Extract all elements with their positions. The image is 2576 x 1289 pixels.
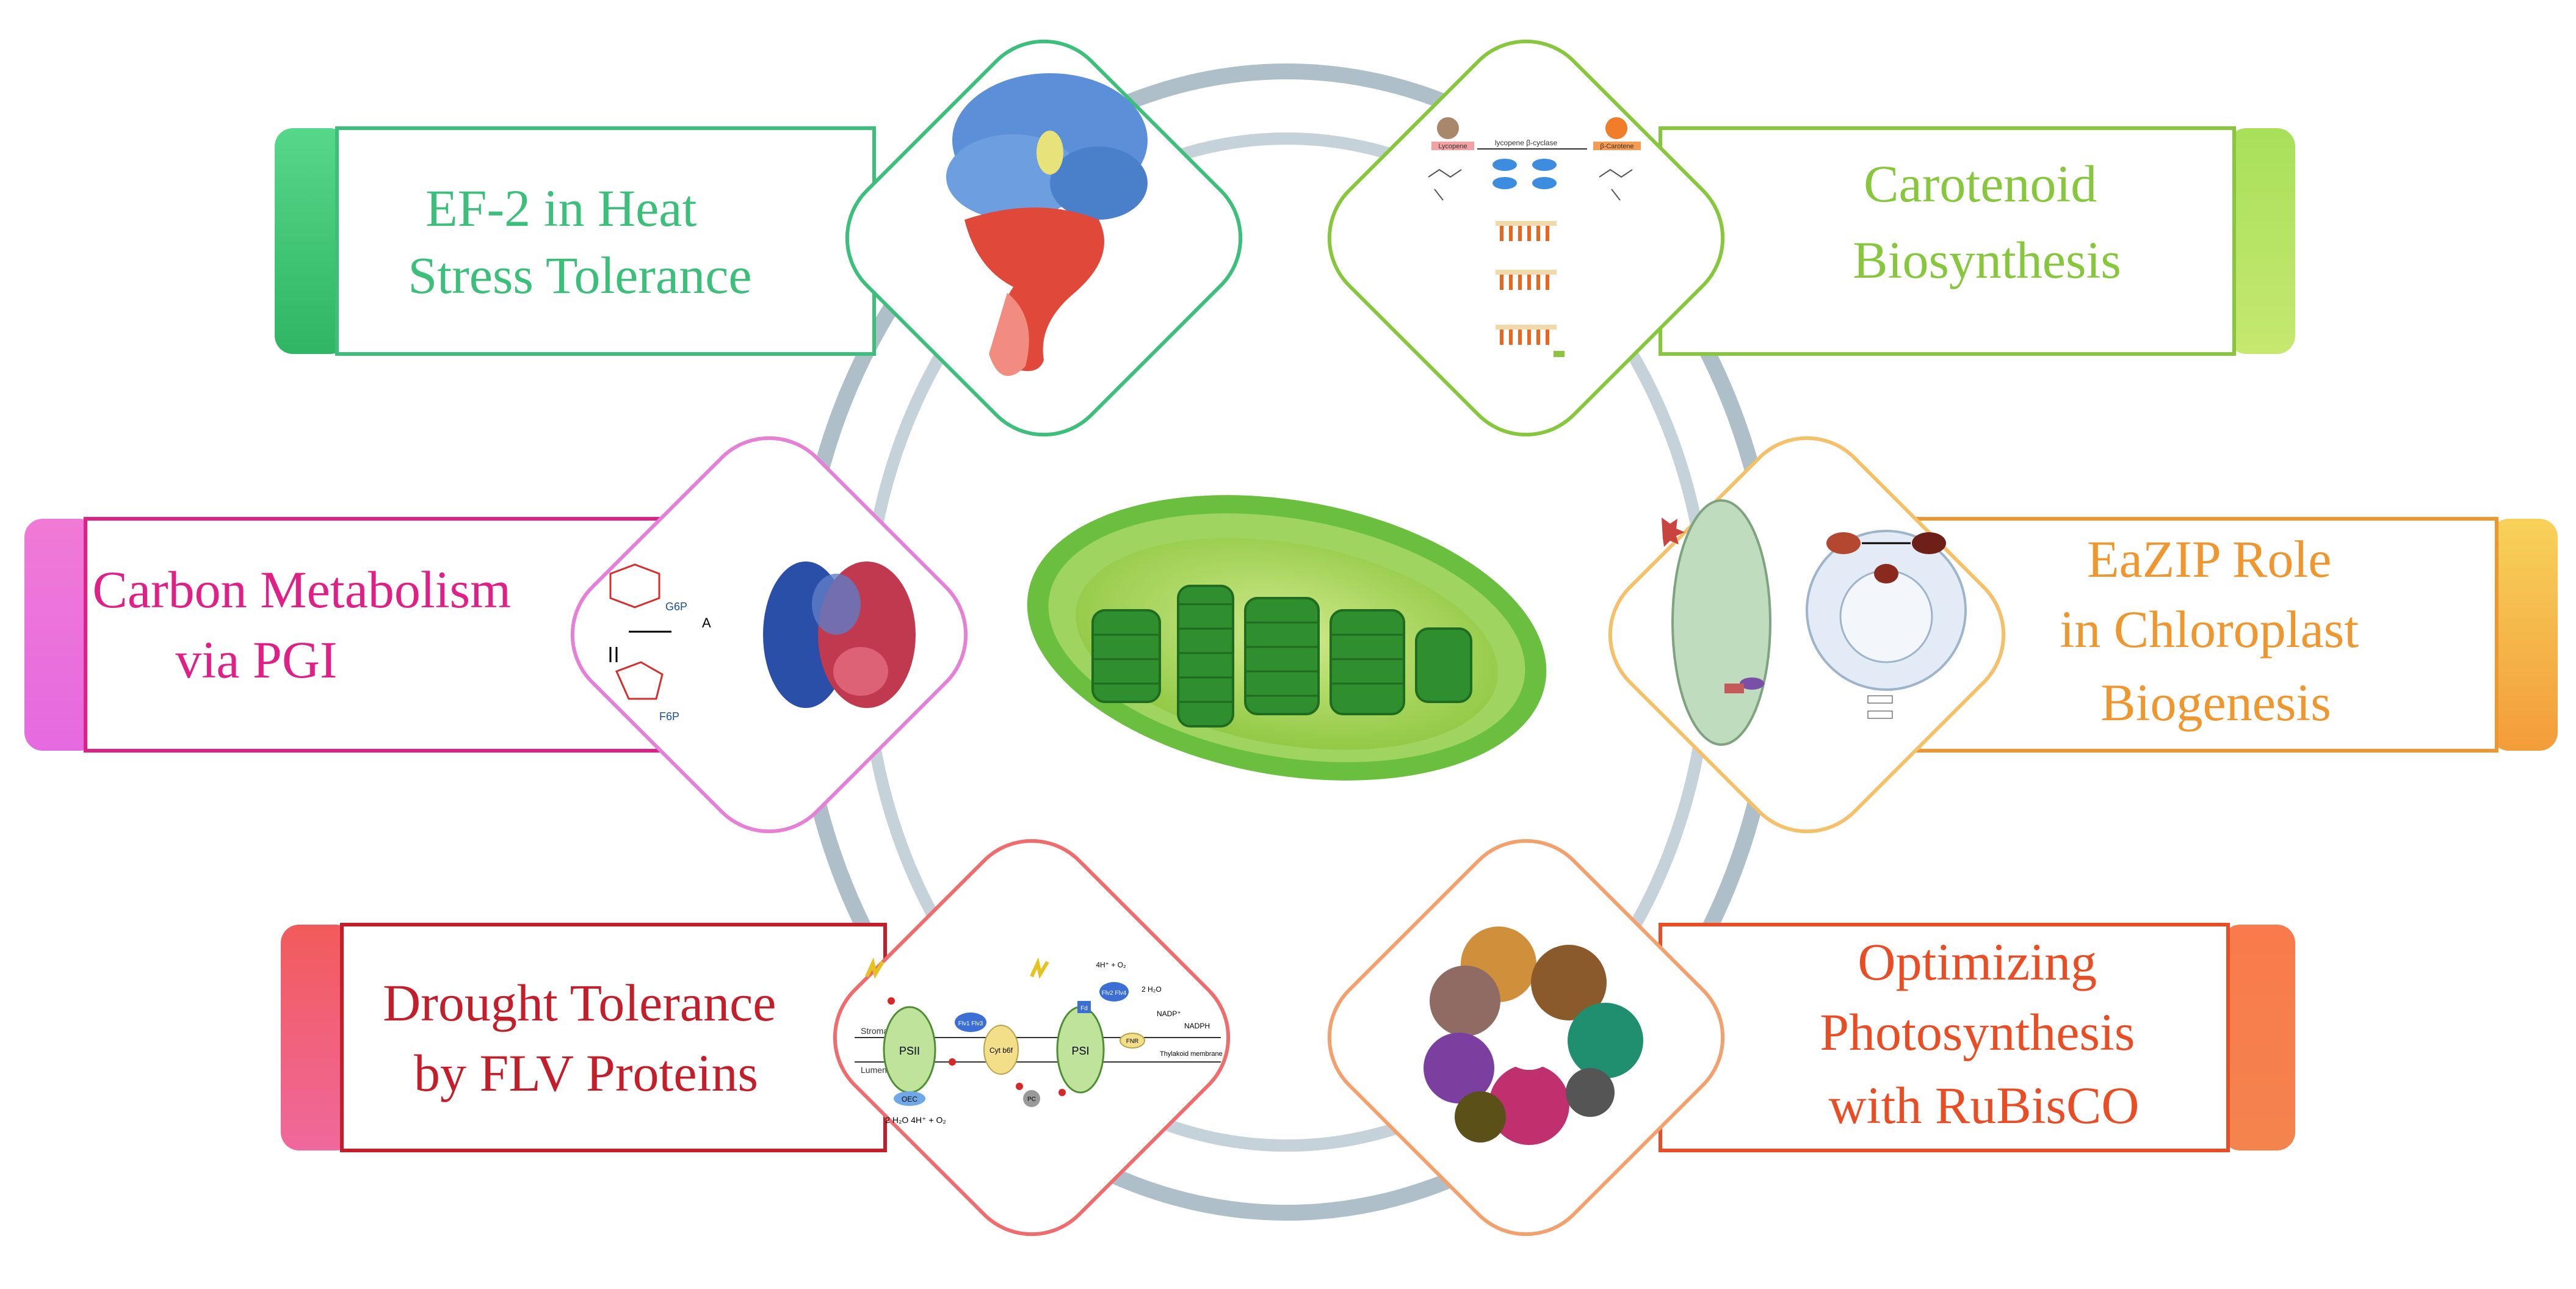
stroma-label: Stroma bbox=[861, 1026, 888, 1036]
topic-title-rubisco: Optimizing Photosynthesis with RuBisCO bbox=[1820, 933, 2148, 1135]
topic-box-ef2[interactable]: EF-2 in Heat Stress Tolerance bbox=[275, 126, 876, 356]
topic-line: Biosynthesis bbox=[1853, 231, 2121, 289]
lumen-label: Lumen bbox=[861, 1065, 887, 1075]
diamond-eazip[interactable] bbox=[1582, 410, 2031, 859]
topic-line: Carotenoid bbox=[1864, 154, 2097, 213]
eazip-cell-pathway-icon bbox=[1662, 499, 1967, 746]
topic-line: Biogenesis bbox=[2100, 673, 2331, 732]
f6p-label: F6P bbox=[659, 710, 679, 723]
nadp-label: NADP⁺ bbox=[1157, 1009, 1181, 1018]
water-label: 2 H₂O 4H⁺ + O₂ bbox=[885, 1115, 946, 1125]
top-water-label: 4H⁺ + O₂ bbox=[1096, 961, 1126, 969]
topic-title-carbon: Carbon Metabolism via PGI bbox=[92, 560, 524, 689]
fd-label: Fd bbox=[1080, 1005, 1088, 1012]
lycopene-label: Lycopene bbox=[1438, 143, 1467, 150]
beta-carotene-label: β-Carotene bbox=[1600, 143, 1634, 150]
diamond-rubisco[interactable] bbox=[1301, 813, 1750, 1262]
topic-line: Optimizing bbox=[1858, 933, 2097, 991]
oec-label: OEC bbox=[902, 1095, 917, 1103]
topic-line: Stress Tolerance bbox=[408, 246, 751, 305]
topic-line: Drought Tolerance bbox=[383, 973, 776, 1032]
diamond-carotenoid[interactable]: Lycopene lycopene β-cyclase β-Carotene bbox=[1301, 13, 1750, 462]
topic-line: with RuBisCO bbox=[1829, 1076, 2140, 1135]
carotenoid-pathway-icon: Lycopene lycopene β-cyclase β-Carotene bbox=[1428, 117, 1641, 357]
flv2-label: Flv2 Flv4 bbox=[1102, 990, 1127, 997]
nadph-label: NADPH bbox=[1184, 1022, 1210, 1030]
psii-label: PSII bbox=[899, 1045, 920, 1057]
topic-line: via PGI bbox=[175, 630, 337, 689]
topic-line: Photosynthesis bbox=[1820, 1003, 2135, 1061]
ef2-protein-structure-icon bbox=[946, 73, 1148, 376]
topic-title-eazip: EaZIP Role in Chloroplast Biogenesis bbox=[2060, 530, 2372, 732]
topic-line: in Chloroplast bbox=[2060, 600, 2359, 659]
enzyme-label: lycopene β-cyclase bbox=[1495, 139, 1558, 147]
diamond-ef2[interactable] bbox=[819, 13, 1268, 462]
flv-label: Flv1 Flv3 bbox=[958, 1020, 983, 1027]
arrow-label-a: A bbox=[702, 615, 711, 630]
diamond-drought[interactable]: Stroma Lumen PSII OEC 2 H₂O 4H⁺ + O₂ Flv… bbox=[807, 813, 1256, 1262]
pc-label: PC bbox=[1027, 1096, 1036, 1103]
topic-line: EaZIP Role bbox=[2087, 530, 2331, 588]
topic-box-rubisco[interactable]: Optimizing Photosynthesis with RuBisCO bbox=[1659, 923, 2295, 1152]
g6p-label: G6P bbox=[665, 601, 687, 613]
topic-box-drought[interactable]: Drought Tolerance by FLV Proteins bbox=[281, 923, 887, 1152]
fnr-label: FNR bbox=[1126, 1038, 1139, 1045]
diamond-carbon[interactable]: G6P A F6P bbox=[545, 410, 993, 859]
psi-label: PSI bbox=[1071, 1045, 1089, 1057]
rubisco-complex-icon bbox=[1424, 926, 1643, 1145]
topic-line: by FLV Proteins bbox=[414, 1044, 758, 1102]
cyt-label: Cyt b6f bbox=[990, 1046, 1013, 1055]
thylakoid-label: Thylakoid membrane bbox=[1160, 1050, 1223, 1058]
chloroplast-icon bbox=[1027, 495, 1547, 781]
topic-title-drought: Drought Tolerance by FLV Proteins bbox=[383, 973, 789, 1102]
topic-title-ef2: EF-2 in Heat Stress Tolerance bbox=[408, 179, 751, 305]
flv-electron-transport-icon: Stroma Lumen PSII OEC 2 H₂O 4H⁺ + O₂ Flv… bbox=[855, 957, 1223, 1125]
topic-line: Carbon Metabolism bbox=[92, 560, 511, 619]
top-water2-label: 2 H₂O bbox=[1141, 985, 1162, 994]
topic-box-carotenoid[interactable]: Carotenoid Biosynthesis bbox=[1659, 126, 2295, 356]
topic-title-carotenoid: Carotenoid Biosynthesis bbox=[1853, 154, 2121, 289]
pgi-reaction-structure-icon: G6P A F6P bbox=[609, 561, 916, 723]
topic-line: EF-2 in Heat bbox=[425, 179, 696, 237]
